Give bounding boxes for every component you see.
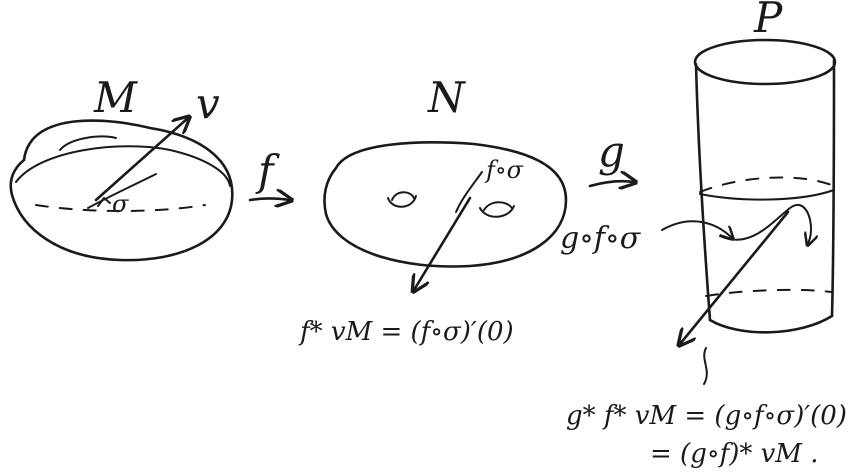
- sigma-tick: [97, 197, 111, 207]
- label-m: M: [93, 73, 138, 122]
- manifold-p: [661, 38, 837, 385]
- label-f: f: [255, 146, 280, 195]
- leader-formula: [703, 347, 708, 385]
- cylinder-right-side: [830, 58, 836, 318]
- label-f-sigma: f∘σ: [484, 156, 524, 184]
- vector-gf-push-arrow: [680, 210, 790, 344]
- manifold-n-hole-left: [387, 191, 417, 208]
- cylinder-bottom: [708, 314, 834, 334]
- label-g-f-sigma: g∘f∘σ: [560, 221, 642, 256]
- cylinder-lower-dashed: [705, 288, 833, 297]
- formula-gf-pushforward-line1: g* f* vM = (g∘f∘σ)′(0): [566, 401, 847, 431]
- manifold-m-inner-curve: [59, 135, 117, 151]
- manifold-n: [323, 141, 568, 290]
- manifold-n-hole-right: [479, 201, 515, 218]
- manifold-m: [9, 118, 234, 262]
- manifold-m-rim: [15, 145, 231, 187]
- formula-f-pushforward: f* vM = (f∘σ)′(0): [298, 317, 514, 347]
- cylinder-top: [693, 38, 837, 86]
- map-g-arrow: [588, 181, 634, 186]
- manifold-m-outline: [9, 119, 234, 262]
- curve-gfsigma-arrow: [808, 238, 810, 244]
- manifold-m-dashed-equator: [35, 204, 206, 212]
- label-n: N: [427, 73, 466, 122]
- vector-f-push-arrow: [414, 196, 472, 290]
- curve-gfsigma-on-p: [719, 204, 812, 241]
- map-f-arrow: [248, 199, 290, 201]
- manifold-n-outline: [323, 141, 568, 268]
- cylinder-left-side: [694, 62, 712, 322]
- cylinder-middle-front: [699, 189, 835, 201]
- label-sigma: σ: [112, 190, 129, 218]
- leader-gfsigma: [661, 220, 732, 238]
- cylinder-middle-back: [699, 176, 835, 193]
- formula-gf-pushforward-line2: = (g∘f)* vM .: [650, 439, 818, 469]
- label-v: v: [196, 79, 220, 128]
- curve-f-sigma: [455, 171, 483, 213]
- label-g: g: [598, 127, 625, 176]
- label-p: P: [753, 0, 783, 42]
- vector-v-arrow: [94, 118, 188, 202]
- curve-sigma: [87, 173, 157, 209]
